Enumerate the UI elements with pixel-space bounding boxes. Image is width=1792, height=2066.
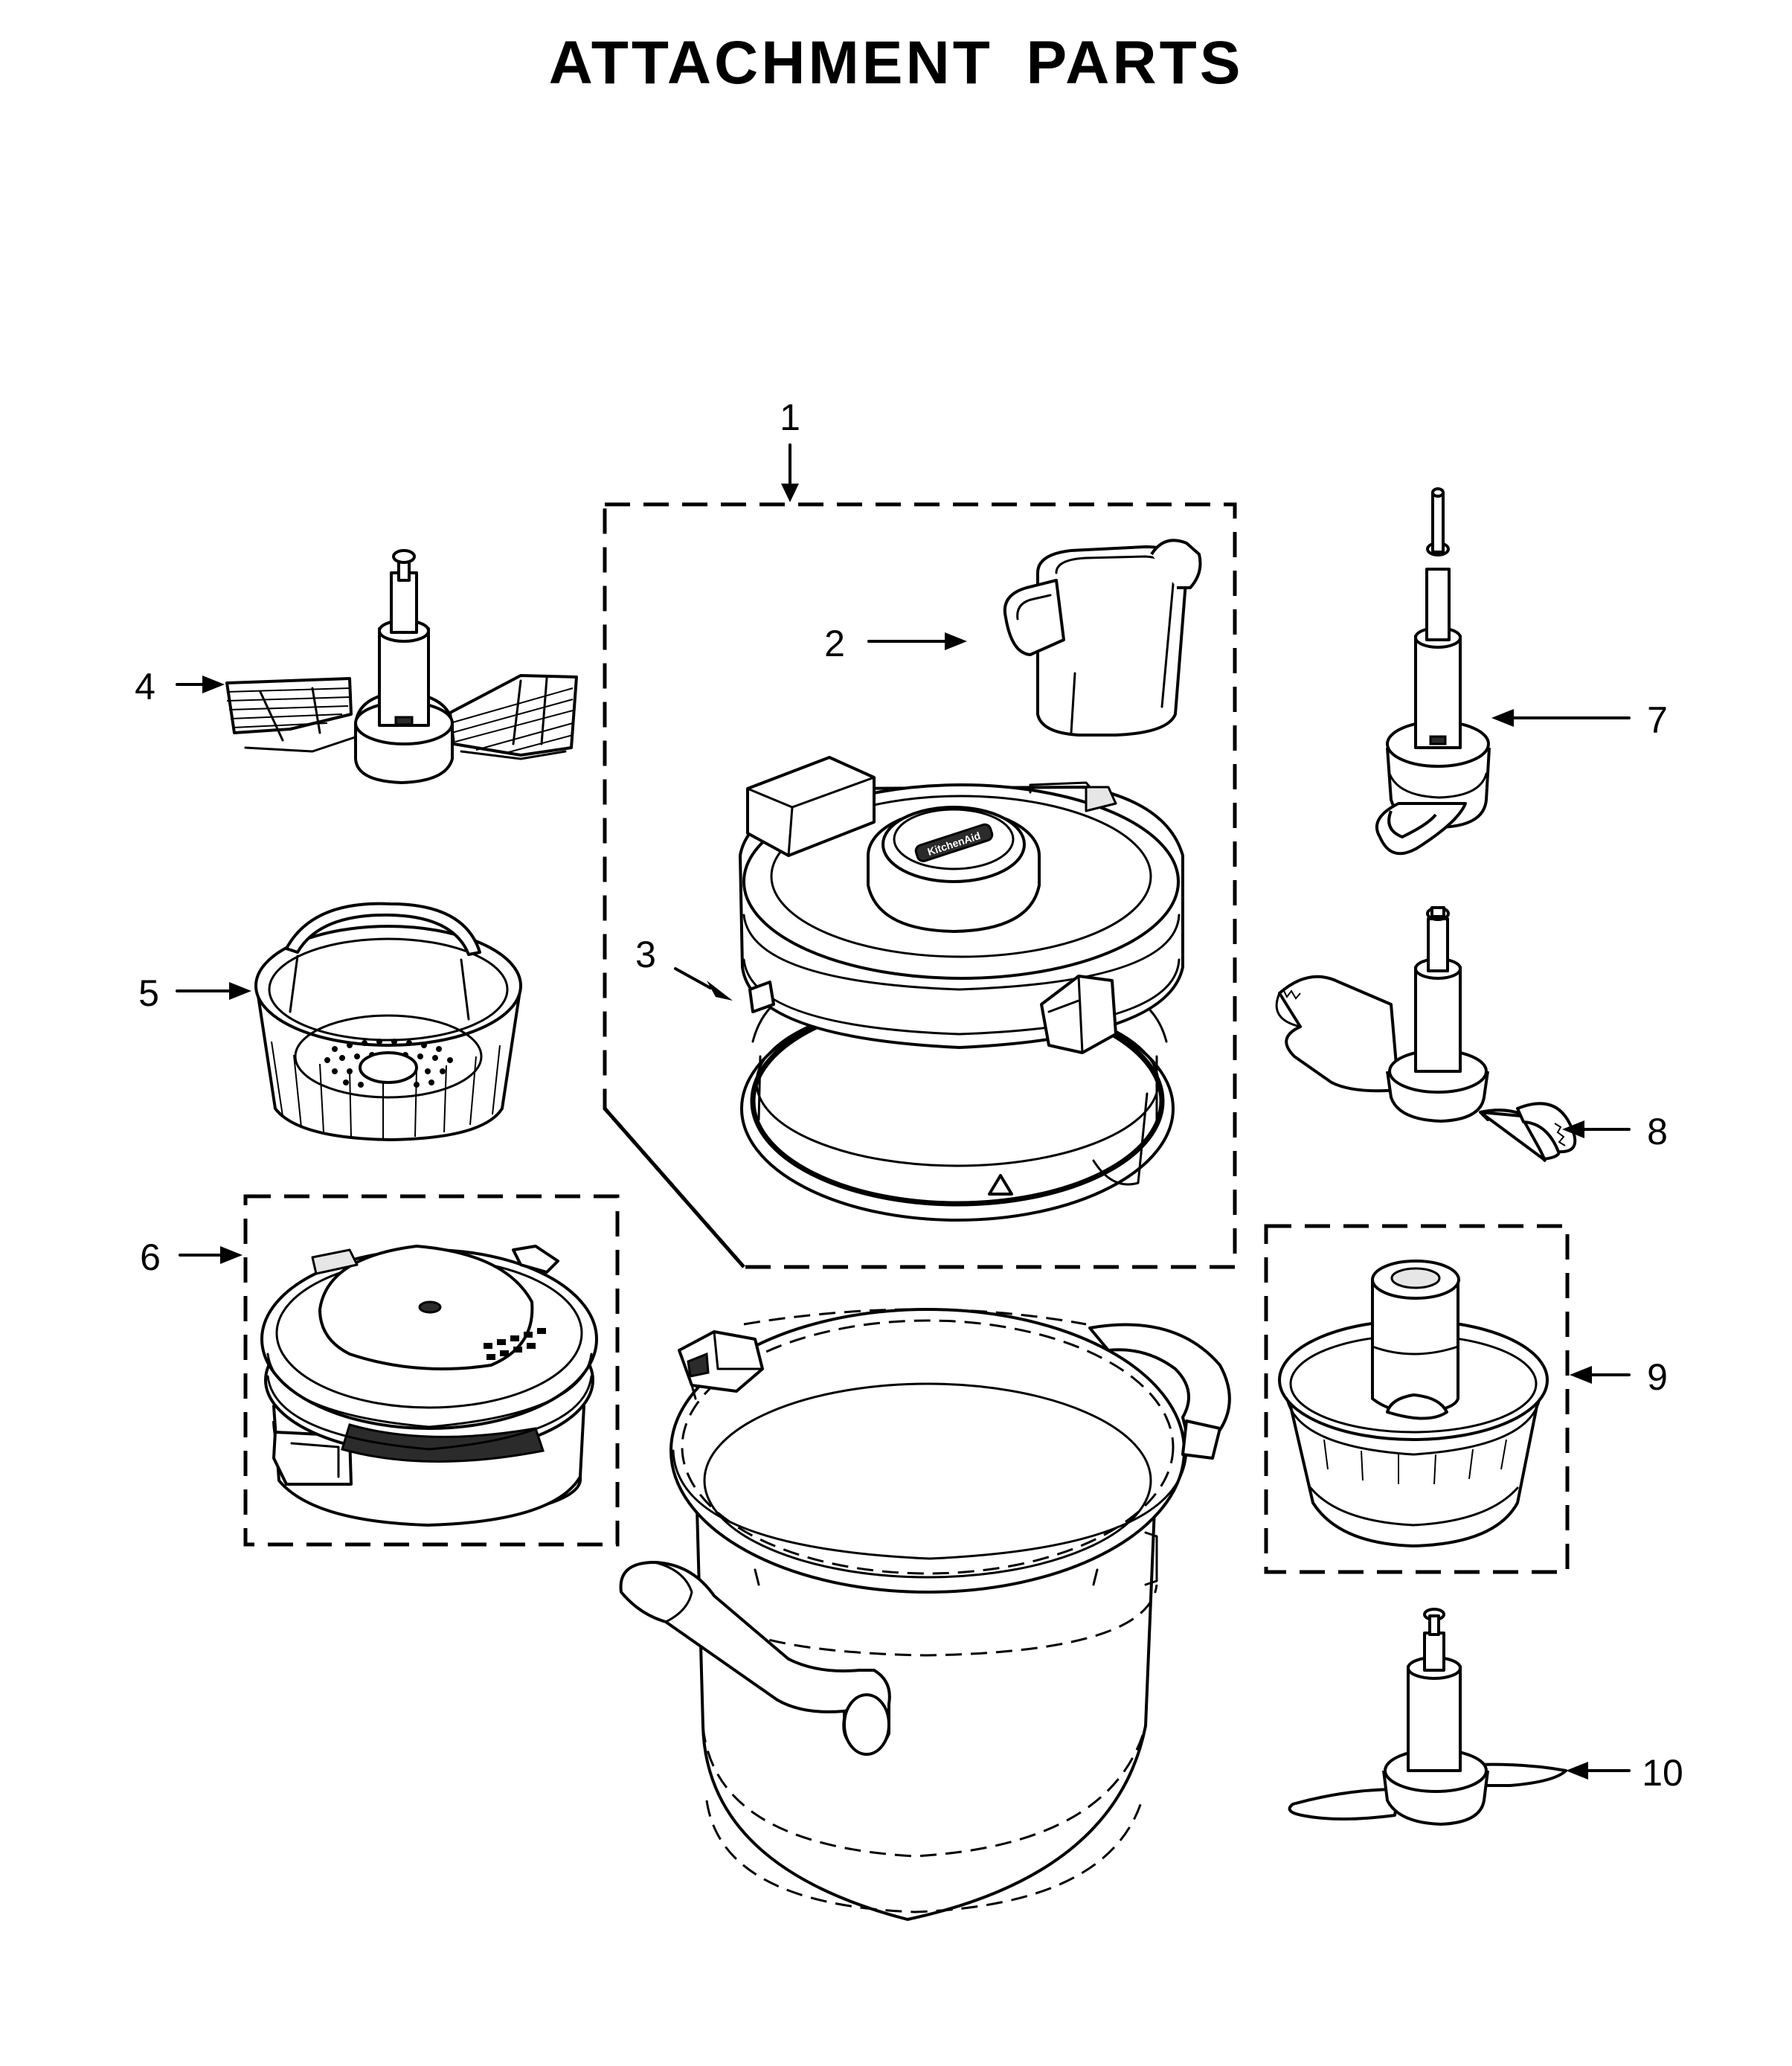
part-7-emulsifying-blade <box>1375 487 1491 856</box>
callout-1: 1 <box>780 397 800 438</box>
callout-7: 7 <box>1647 699 1668 741</box>
callout-10: 10 <box>1642 1752 1683 1794</box>
steamer-perforations <box>324 1039 453 1088</box>
part-2-cup-insert <box>1003 539 1202 737</box>
callout-9: 9 <box>1647 1356 1668 1398</box>
main-cooking-bowl <box>619 1308 1231 1921</box>
callout-leaders <box>176 443 1631 1780</box>
part-9-mini-bowl <box>1278 1260 1549 1547</box>
part-8-multipurpose-blade <box>1275 906 1577 1162</box>
part-5-steamer-basket <box>254 902 522 1141</box>
assembly-1-connector <box>603 1107 745 1268</box>
part-3-lid-assembly: KitchenAid <box>739 756 1184 1222</box>
callout-5: 5 <box>138 972 159 1014</box>
part-6-steamer-set <box>260 1245 598 1527</box>
page-title: ATTACHMENT PARTS <box>548 29 1244 97</box>
callout-3: 3 <box>635 934 656 975</box>
callout-8: 8 <box>1647 1111 1668 1152</box>
assembly-6-dashed-outline <box>243 1194 620 1547</box>
callout-6: 6 <box>140 1236 161 1278</box>
part-4-dough-blade <box>225 549 578 784</box>
callout-4: 4 <box>135 666 155 708</box>
part-10-mini-blade <box>1288 1608 1567 1826</box>
callout-numbers: 1 2 3 4 5 6 7 8 9 10 <box>135 397 1683 1794</box>
callout-2: 2 <box>824 623 845 664</box>
assembly-1-dashed-outline <box>603 502 1237 1269</box>
assembly-9-dashed-outline <box>1264 1224 1570 1574</box>
lid-vent-holes <box>484 1328 546 1360</box>
